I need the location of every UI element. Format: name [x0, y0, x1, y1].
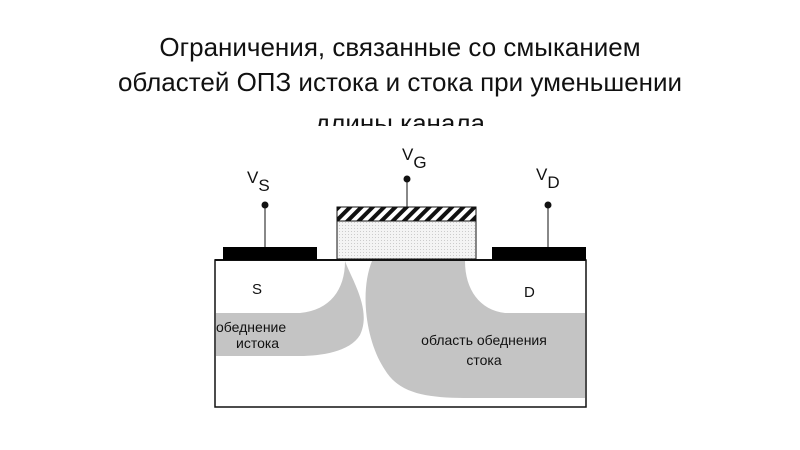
drain-depletion-label-2: стока	[466, 352, 501, 368]
vd-label: VD	[536, 165, 560, 192]
gate-metal	[336, 206, 477, 222]
vg-terminal-icon	[403, 175, 411, 183]
drain-depletion-label-1: область обеднения	[421, 332, 547, 348]
vg-label: VG	[402, 145, 427, 172]
source-depletion-label-1: обеднение	[216, 319, 286, 335]
vd-terminal-icon	[544, 201, 552, 209]
source-label: S	[252, 281, 262, 298]
source-contact	[223, 247, 317, 260]
slide-title-line-2: областей ОПЗ истока и стока при уменьшен…	[117, 67, 683, 97]
slide-title-line-1: Ограничения, связанные со смыканием	[159, 32, 641, 62]
gate-poly	[336, 220, 477, 260]
drain-depletion-region	[365, 261, 585, 398]
vs-label: VS	[247, 168, 270, 195]
source-depletion-region	[216, 261, 364, 356]
source-depletion-label-2: истока	[236, 335, 279, 351]
slide-title-line-3: длины канала	[315, 108, 485, 126]
drain-label: D	[524, 284, 535, 301]
drain-contact	[492, 247, 586, 260]
vs-terminal-icon	[261, 201, 269, 209]
